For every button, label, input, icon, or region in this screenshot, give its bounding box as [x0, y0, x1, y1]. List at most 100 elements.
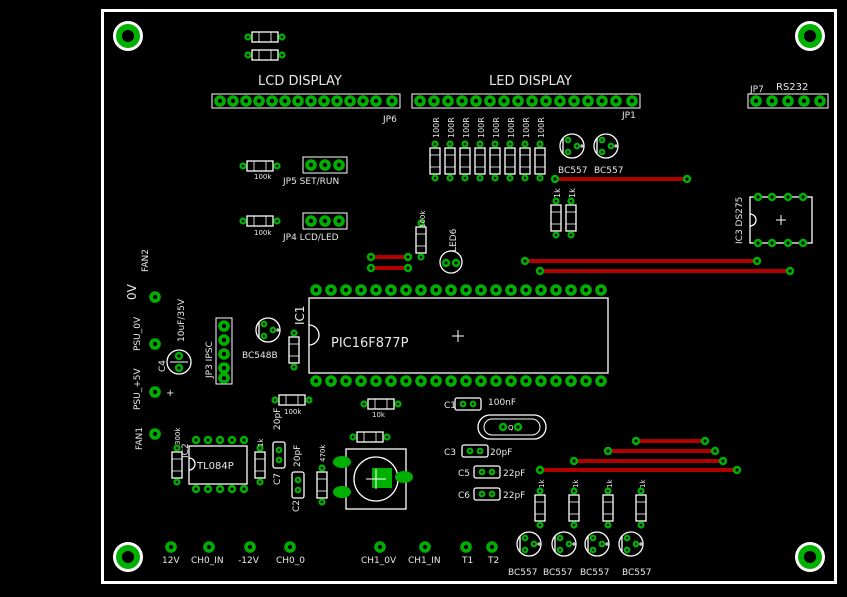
ic1-pin-pad [520, 375, 532, 387]
ic1-pin-pad [310, 375, 322, 387]
ic1-pin-pad [580, 375, 592, 387]
transistor [559, 133, 585, 159]
jumper-jp5 [302, 156, 348, 174]
ic1-pin-pad [325, 284, 337, 296]
pad [149, 338, 161, 350]
r470k-label: 470k [319, 444, 327, 462]
psu0-label: PSU_0V [133, 316, 143, 351]
resistor [316, 463, 328, 507]
capacitor-c5 [473, 465, 501, 479]
c4-label: C4 [158, 360, 168, 372]
zero-v-label: 0V [125, 283, 139, 300]
io-pad [284, 541, 296, 553]
led6 [439, 250, 463, 274]
r1k-label: 1k [572, 479, 580, 488]
resistor [348, 431, 392, 443]
r100r-label: 100R [447, 117, 456, 138]
rs232-label: RS232 [776, 82, 808, 93]
ic1-pin-pad [370, 284, 382, 296]
r1k-label: 1k [606, 479, 614, 488]
ic1-pin-pad [475, 375, 487, 387]
ic1-pin-pad [595, 375, 607, 387]
io-label: CH1_IN [408, 556, 441, 566]
r100r-label: 100R [432, 117, 441, 138]
io-pad [419, 541, 431, 553]
ic1-pin-pad [430, 284, 442, 296]
resistor [238, 160, 282, 172]
psu5-label: PSU_+5V [133, 368, 143, 410]
capacitor-c1 [454, 397, 482, 411]
r100r-label: 100R [507, 117, 516, 138]
resistor [534, 486, 546, 530]
bc548-label: BC548B [242, 351, 278, 361]
r100k-label: 100k [254, 229, 272, 237]
jp5-label: JP5 SET/RUN [282, 177, 339, 187]
resistor [243, 31, 287, 43]
r1k-label: 1k [639, 479, 647, 488]
transistor [584, 531, 610, 557]
resistor [270, 394, 314, 406]
trace-pads [366, 174, 795, 475]
ic1-pin-pad [565, 284, 577, 296]
mounting-hole [795, 21, 825, 51]
resistor [288, 328, 300, 372]
ic1-ref: IC1 [293, 305, 307, 325]
jp7-label: JP7 [749, 85, 764, 95]
jp3-label: JP3 IPSC [205, 341, 215, 379]
io-pad [374, 541, 386, 553]
ic1-pin-pad [550, 284, 562, 296]
ic1-pin-pad [430, 375, 442, 387]
transistor [255, 317, 281, 343]
pad [149, 386, 161, 398]
ic1-pin-pad [370, 375, 382, 387]
r1k-label: 1k [538, 479, 546, 488]
lcd-display-title: LCD DISPLAY [258, 74, 342, 89]
bc557-label: BC557 [543, 568, 572, 578]
io-pad [244, 541, 256, 553]
transistor [618, 531, 644, 557]
c2-value: 20pF [293, 445, 303, 467]
capacitor-c7 [272, 441, 286, 469]
resistor [243, 49, 287, 61]
resistor [565, 196, 577, 240]
ic1-pin-pad [535, 284, 547, 296]
bc557-label: BC557 [508, 568, 537, 578]
r100r-label: 100R [492, 117, 501, 138]
bc557-label: BC557 [558, 166, 587, 176]
copper-traces [369, 177, 792, 472]
header-jp6 [211, 93, 401, 109]
ic3-label: IC3 DS275 [735, 197, 745, 244]
header-jp1 [411, 93, 641, 109]
r300k-label: 300k [174, 427, 182, 445]
io-label: CH0_IN [191, 556, 224, 566]
ic1-pin-pad [460, 375, 472, 387]
transistor [516, 531, 542, 557]
r100k-label: 100k [419, 210, 427, 228]
c3-value: 20pF [490, 448, 512, 458]
c4-value: 10uF/35V [177, 298, 187, 342]
bc557-label: BC557 [594, 166, 623, 176]
r100r-label: 100R [462, 117, 471, 138]
jumper-jp4 [302, 212, 348, 230]
r100r-label: 100R [477, 117, 486, 138]
resistor [254, 443, 266, 487]
c3-label: C3 [444, 448, 456, 458]
ic1-pin-pad [490, 284, 502, 296]
jumper-jp3 [215, 317, 233, 385]
resistor [238, 215, 282, 227]
ic1-pin-pad [355, 284, 367, 296]
c6-label: C6 [458, 491, 470, 501]
c2-label: C2 [292, 500, 302, 512]
ic2-ref: IC2 [181, 443, 191, 458]
io-label: CH1_0V [361, 556, 397, 566]
resistor [550, 196, 562, 240]
ic2-part: TL084P [196, 461, 234, 472]
resistor [635, 486, 647, 530]
io-pad [486, 541, 498, 553]
bc557-label: BC557 [622, 568, 651, 578]
ic1-pin-pad [565, 375, 577, 387]
io-label: -12V [238, 556, 260, 566]
capacitor-c6 [473, 487, 501, 501]
ic1-pin-pad [340, 375, 352, 387]
